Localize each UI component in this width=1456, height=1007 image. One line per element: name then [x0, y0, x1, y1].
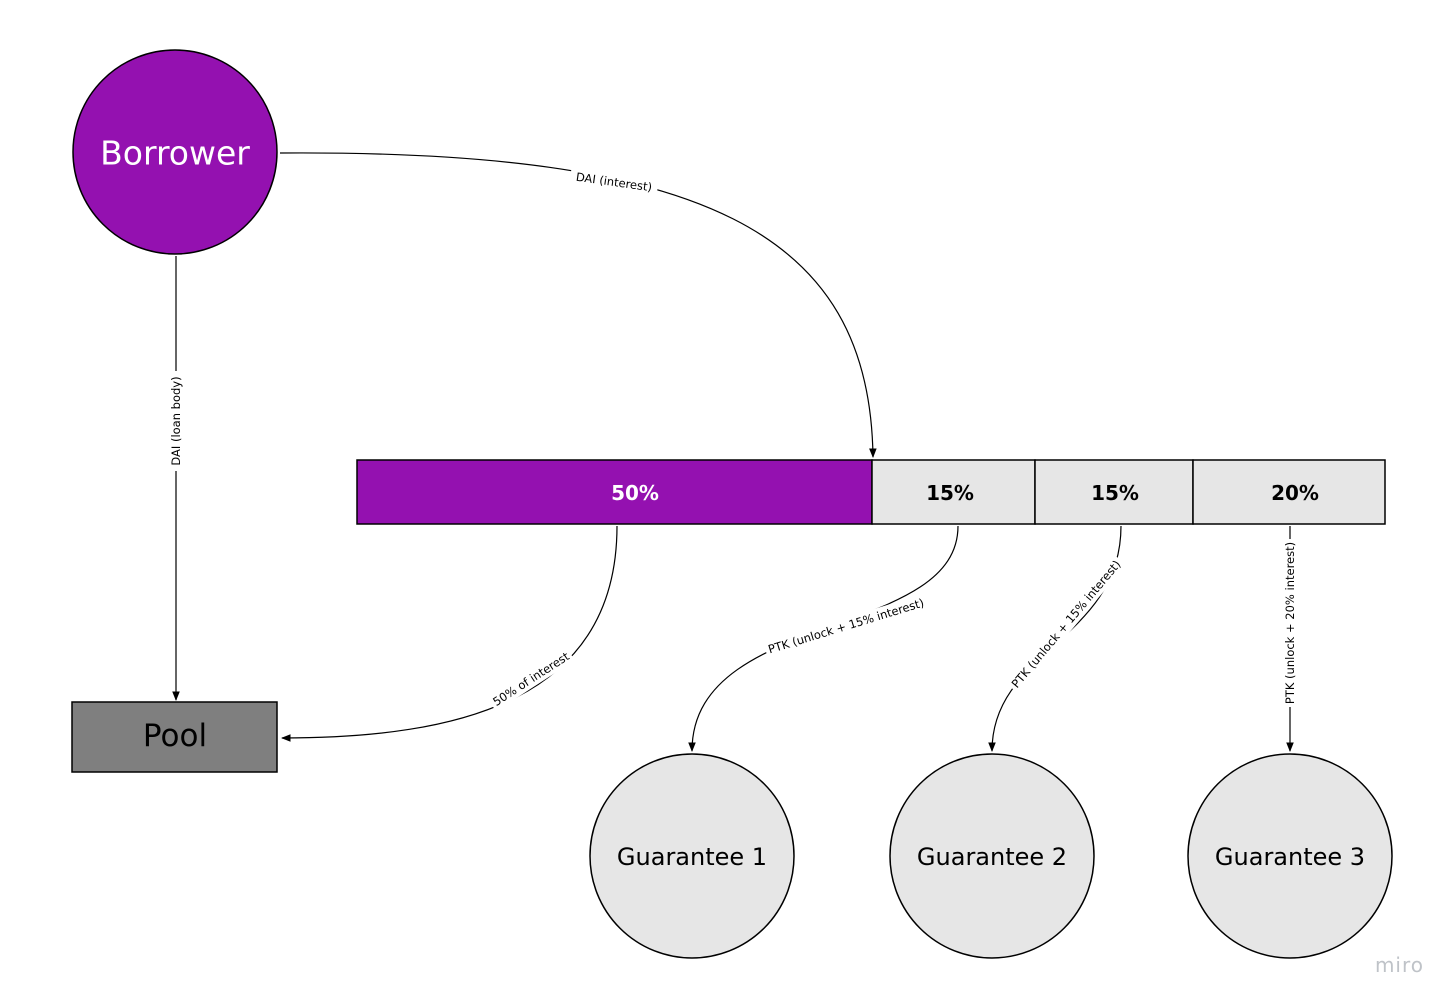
guarantee-1-node: Guarantee 1	[589, 753, 795, 959]
split-bar: 50% 15% 15% 20%	[356, 459, 1386, 525]
split-segment-3-label: 15%	[1091, 481, 1139, 505]
borrower-label: Borrower	[100, 134, 250, 173]
split-segment-2-label: 15%	[926, 481, 974, 505]
edge-labels: DAI (interest) DAI (loan body) 50% of in…	[168, 167, 1298, 712]
label-fifty-of-interest: 50% of interest	[490, 649, 572, 709]
label-ptk-g1: PTK (unlock + 15% interest)	[766, 596, 925, 657]
pool-node: Pool	[71, 701, 278, 773]
guarantee-2-label: Guarantee 2	[917, 843, 1067, 871]
edge-fifty-of-interest	[281, 525, 618, 742]
label-dai-loan-body: DAI (loan body)	[169, 376, 183, 465]
borrower-node: Borrower	[72, 49, 278, 255]
split-segment-1-label: 50%	[611, 481, 659, 505]
split-segment-4	[1192, 459, 1386, 525]
guarantee-2-node: Guarantee 2	[889, 753, 1095, 959]
split-segment-2	[871, 459, 1036, 525]
split-segment-4-label: 20%	[1271, 481, 1319, 505]
label-ptk-g2: PTK (unlock + 15% interest)	[1009, 557, 1124, 690]
miro-watermark: miro	[1374, 953, 1424, 977]
pool-label: Pool	[143, 718, 207, 754]
guarantee-3-label: Guarantee 3	[1215, 843, 1365, 871]
label-dai-interest: DAI (interest)	[575, 170, 653, 195]
split-segment-1	[356, 459, 873, 525]
label-ptk-g3: PTK (unlock + 20% interest)	[1283, 542, 1297, 704]
guarantee-1-label: Guarantee 1	[617, 843, 767, 871]
edge-dai-interest	[279, 152, 877, 458]
edges	[172, 152, 1294, 752]
guarantee-3-node: Guarantee 3	[1187, 753, 1393, 959]
split-segment-3	[1034, 459, 1194, 525]
